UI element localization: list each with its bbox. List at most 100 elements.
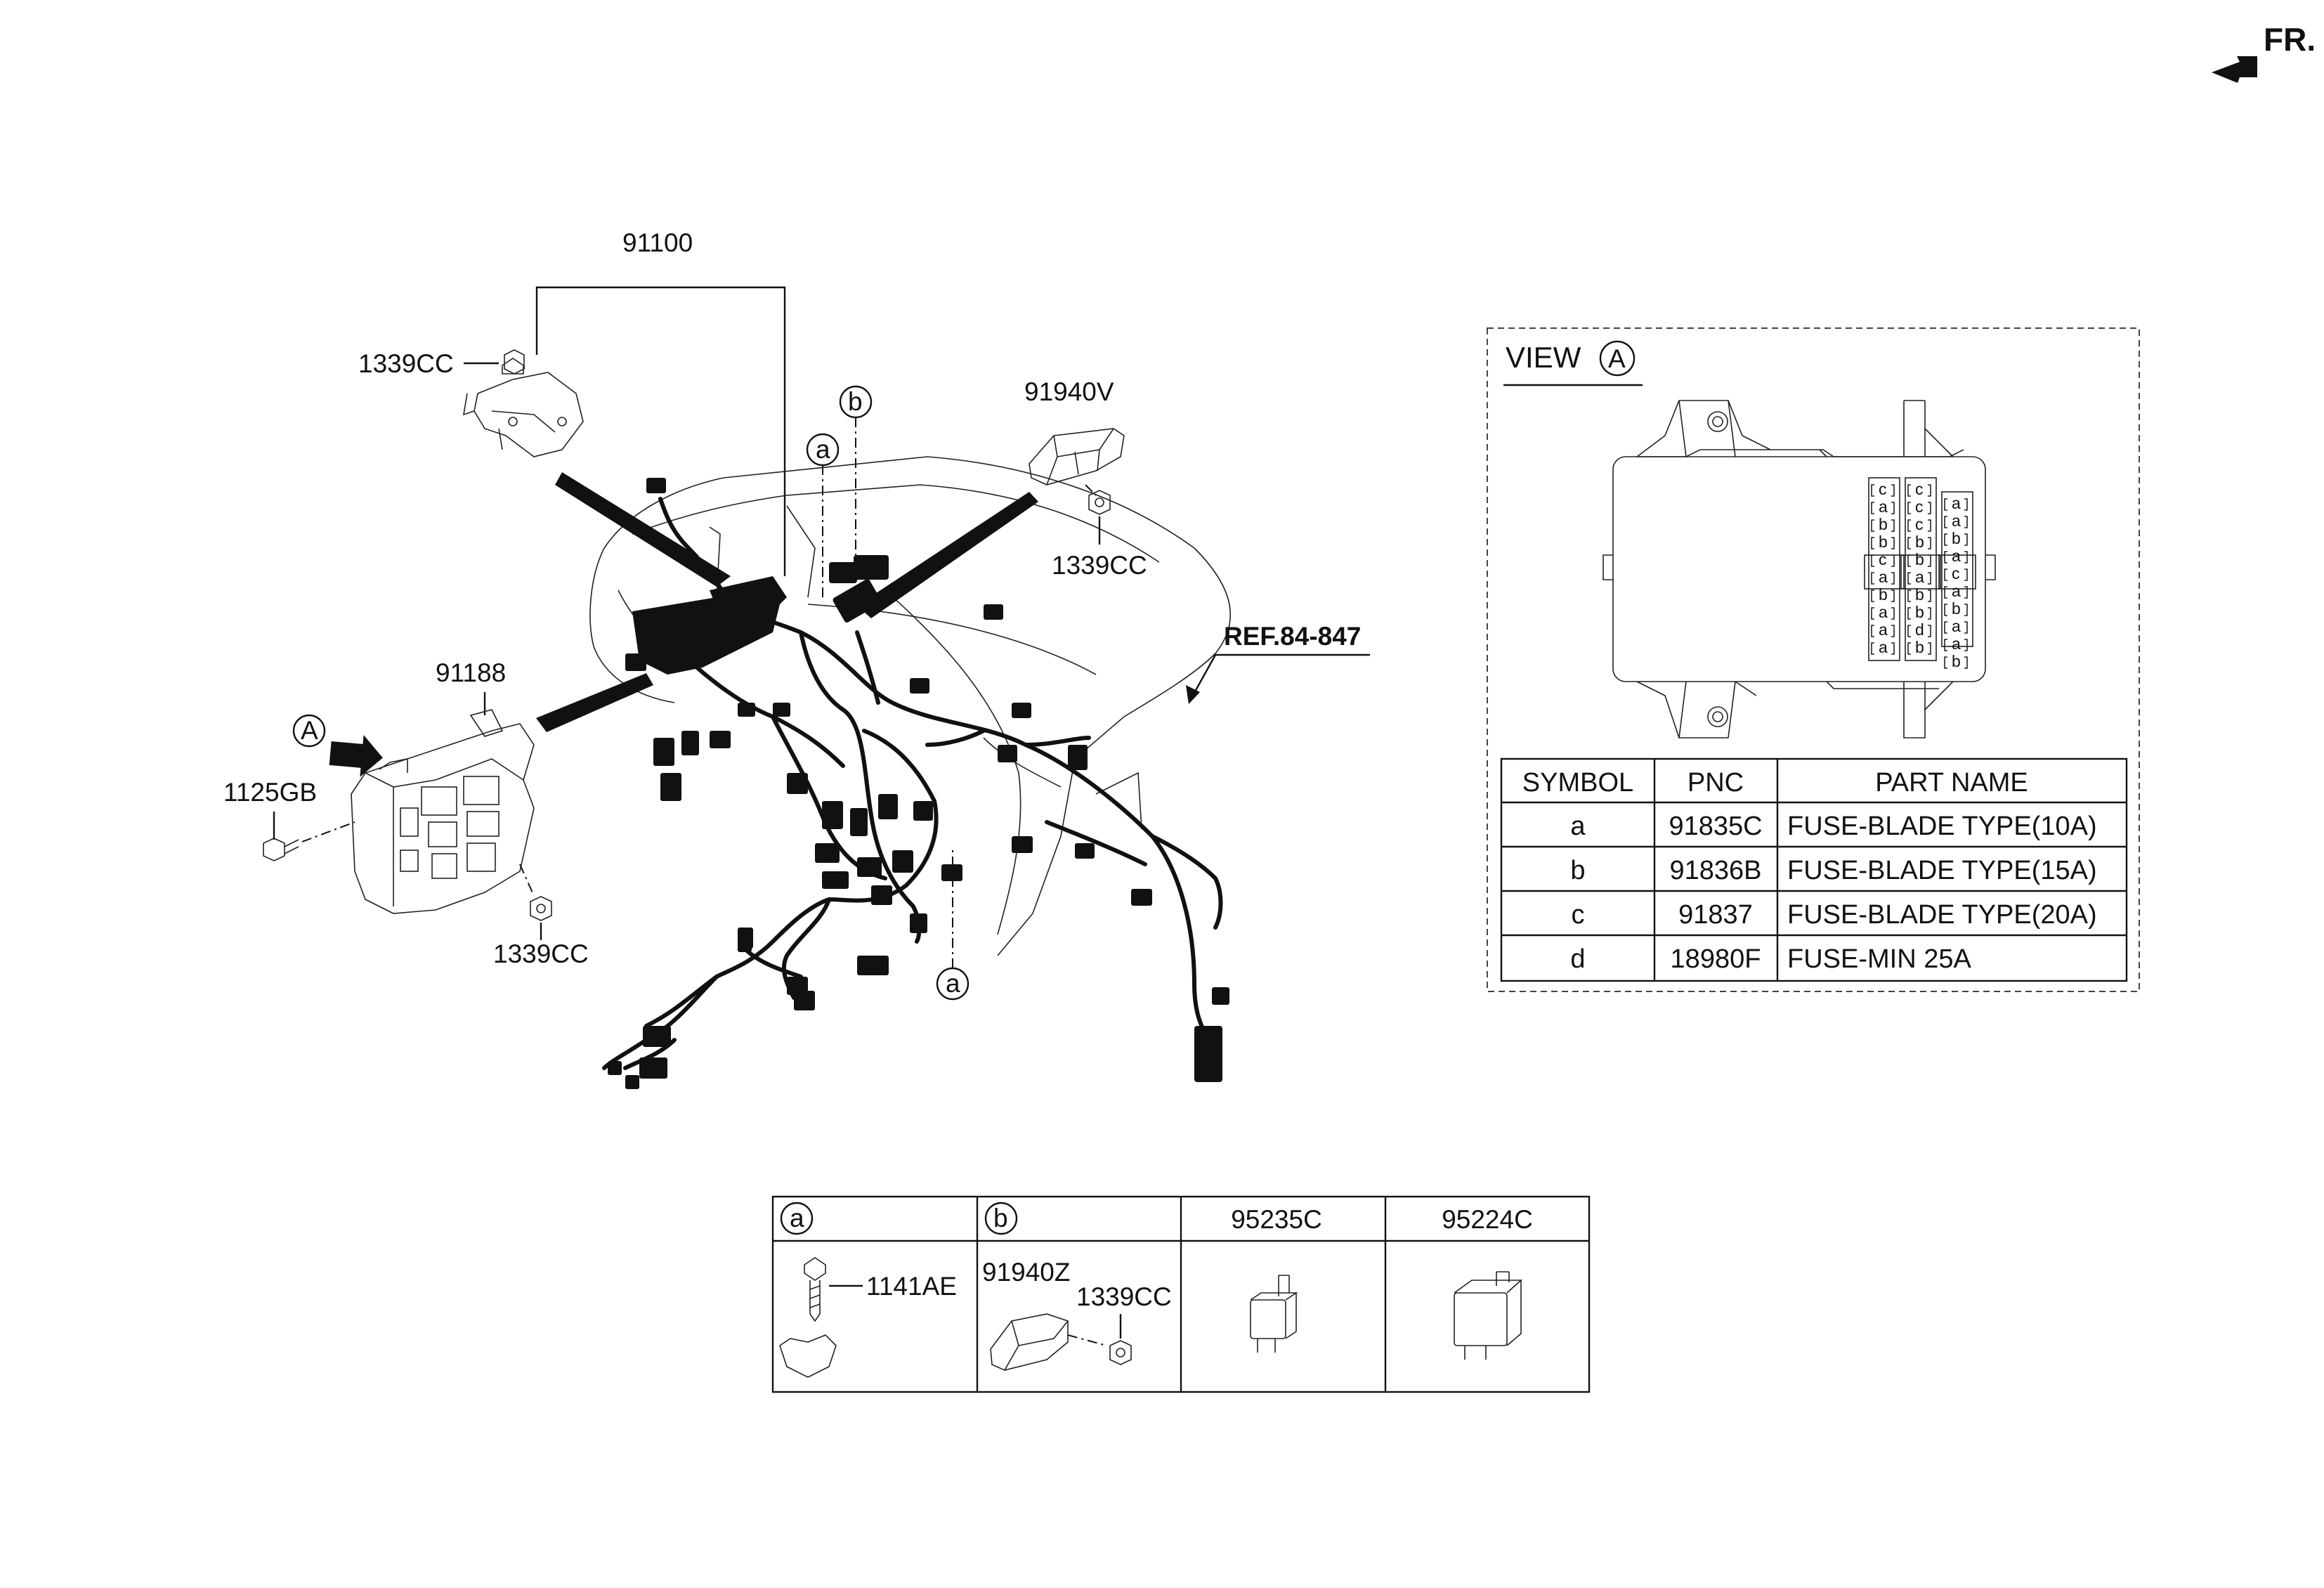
harness-part-number[interactable]: 91100 [622,228,693,257]
fuse-letter: b [1915,603,1924,621]
fuse-slot [1871,519,1895,532]
marker-a-bottom[interactable]: a [936,850,970,1001]
front-label: FR. [2264,21,2316,58]
fuse-letter: a [1879,620,1888,639]
table-row-symbol: a [1570,812,1586,841]
marker-a-top[interactable]: a [806,433,840,597]
fuse-letter: c [1915,515,1924,533]
junction-box-label[interactable]: 91188 [436,658,506,687]
fuse-slot [1944,621,1968,634]
top-left-bracket [462,358,584,457]
fuse-letter: b [1915,638,1924,656]
table-row-pnc[interactable]: 91835C [1669,812,1762,841]
bolt-icon [263,838,299,861]
fuse-slot [1871,572,1895,585]
svg-text:a: a [816,435,830,464]
bolt-label[interactable]: 1125GB [223,778,317,807]
fuse-slot [1944,551,1968,564]
fuse-slot [1871,590,1895,602]
screw-1141AE-label[interactable]: 1141AE [866,1272,957,1301]
fuse-letter: a [1879,497,1888,516]
fuse-slot [1907,590,1931,602]
fuse-slot [1871,502,1895,514]
view-a-panel: VIEW A [1487,327,2140,992]
table-row-part-name: FUSE-BLADE TYPE(10A) [1787,812,2097,841]
relay-95235C-icon [1250,1275,1298,1353]
column-header-a[interactable]: a [780,1202,814,1235]
table-row-pnc[interactable]: 18980F [1671,944,1761,974]
table-row-part-name: FUSE-BLADE TYPE(15A) [1787,856,2097,885]
column-header-b[interactable]: b [984,1202,1018,1235]
marker-view-a[interactable]: A [292,714,326,748]
nut-junction-box-label[interactable]: 1339CC [493,939,589,968]
fuse-slot [1944,516,1968,528]
main-harness-group: 91100 [223,228,1370,1089]
fuse-letter: b [1952,529,1961,547]
fuse-letter: c [1915,480,1924,498]
relay-bracket-91940V [1029,428,1125,486]
bracket-91940V-label[interactable]: 91940V [1024,377,1114,406]
nut-top-right-label[interactable]: 1339CC [1052,551,1147,580]
fuse-letter: b [1952,652,1961,670]
fuse-slot [1944,604,1968,616]
fuse-letter: c [1915,497,1924,516]
fuse-letter: b [1915,550,1924,568]
fuse-letter: a [1915,568,1924,586]
fuse-letter: c [1952,564,1960,583]
fuse-letter: a [1952,494,1961,512]
fuse-slot [1871,537,1895,549]
fuse-letter: c [1879,550,1887,568]
fuse-letter: a [1952,512,1961,530]
fuse-slot [1907,607,1931,620]
fuse-letter: a [1952,634,1961,653]
column-header-95224C[interactable]: 95224C [1442,1205,1533,1234]
relay-bracket-91940Z-label[interactable]: 91940Z [982,1258,1071,1287]
nut-junction-box-icon [530,896,552,921]
view-direction-arrow-icon [329,734,383,777]
fuse-letter: a [1952,547,1961,565]
fuse-slot [1907,537,1931,549]
relay-bracket-91940Z-icon [990,1313,1069,1371]
fuse-letter: d [1915,620,1924,639]
table-row-symbol: c [1572,900,1585,930]
accessory-parts-table: a b 95235C 95224C 1141AE 91940Z 1339CC [771,1195,1591,1393]
fuse-slot [1944,656,1968,669]
marker-b-top[interactable]: b [839,385,873,555]
column-header-95235C[interactable]: 95235C [1231,1205,1322,1234]
fuse-letter: a [1952,582,1961,600]
fuse-letter: b [1915,533,1924,551]
fuse-letter: b [1879,533,1888,551]
nut-top-left-label[interactable]: 1339CC [358,349,454,378]
fuse-letter: b [1915,585,1924,604]
view-a-marker: A [1608,344,1626,373]
fuse-slot [1944,568,1968,581]
view-a-title: VIEW [1506,341,1581,374]
fuse-slot [1907,484,1931,497]
fuse-slot [1871,484,1895,497]
table-header-part-name: PART NAME [1875,768,2028,798]
fuse-slot [1907,572,1931,585]
fuse-slot [1944,533,1968,546]
fuse-slot [1944,586,1968,599]
table-row-symbol: d [1570,944,1585,974]
front-direction-indicator: FR. [2212,21,2316,83]
fuse-slot [1871,554,1895,567]
fuse-slot [1871,625,1895,637]
fuse-symbol-table: SYMBOL PNC PART NAME a 91835C FUSE-BLADE… [1500,757,2128,982]
fuse-letter: a [1952,617,1961,635]
table-row-pnc[interactable]: 91836B [1669,856,1761,885]
table-row-pnc[interactable]: 91837 [1678,900,1753,930]
fuse-letter: a [1879,568,1888,586]
svg-text:b: b [993,1204,1008,1232]
harness-connectors [608,478,1229,1089]
svg-text:a: a [946,969,960,998]
fuse-slot [1871,607,1895,620]
reference-label[interactable]: REF.84-847 [1224,622,1361,651]
nut-1339CC-label[interactable]: 1339CC [1076,1282,1172,1311]
fuse-letter: b [1879,515,1888,533]
screw-1141AE-icon [779,1257,837,1378]
svg-text:A: A [301,716,318,745]
junction-box [351,709,535,914]
